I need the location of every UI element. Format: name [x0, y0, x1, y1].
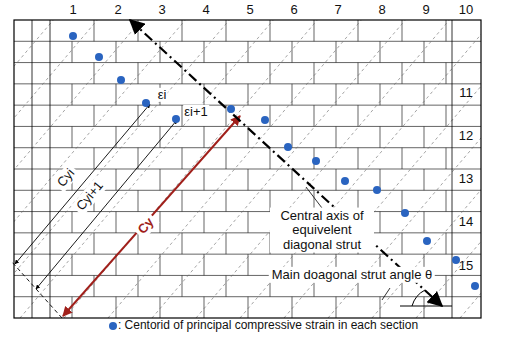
centroid-dot: [261, 116, 269, 124]
column-number: 8: [378, 3, 385, 17]
strain-label: εi+1: [183, 105, 209, 119]
legend-text: : Centorid of principal compressive stra…: [118, 318, 418, 332]
base-line: [12, 262, 62, 318]
row-number: 13: [459, 172, 473, 186]
centroid-dot: [69, 32, 77, 40]
column-number: 2: [114, 3, 121, 17]
distance-arrow: [36, 120, 177, 289]
angle-base: [400, 306, 452, 307]
column-number: 6: [290, 3, 297, 17]
column-number: 1: [69, 3, 76, 17]
centroid-dot: [142, 99, 150, 107]
column-number: 7: [334, 3, 341, 17]
column-line: [32, 20, 33, 318]
centroid-dot: [401, 209, 409, 217]
centroid-dot: [341, 177, 349, 185]
central-axis: [130, 20, 442, 306]
strain-label: εi: [157, 88, 168, 102]
centroid-dot: [227, 105, 235, 113]
brick-pattern: [14, 20, 481, 318]
centroid-dot: [95, 53, 103, 61]
leader-line: [306, 187, 322, 208]
legend-item: : Centorid of principal compressive stra…: [0, 318, 527, 332]
row-number: 12: [459, 129, 473, 143]
centroid-dot: [117, 76, 125, 84]
wall-outline: [14, 20, 481, 318]
row-number: 14: [459, 215, 473, 229]
centroid-dot: [172, 115, 180, 123]
centroid-dot: [471, 282, 479, 290]
column-line: [452, 20, 453, 318]
centroid-dot: [423, 237, 431, 245]
centroid-dot: [373, 186, 381, 194]
column-number: 3: [158, 3, 165, 17]
column-number: 4: [202, 3, 209, 17]
leader-line: [382, 288, 390, 300]
row-number: 15: [459, 259, 473, 273]
distance-label: Cyi: [52, 163, 80, 192]
distance-label: Cy: [132, 212, 159, 240]
centroid-dot: [284, 143, 292, 151]
angle-arc: [412, 290, 425, 306]
legend-swatch: [109, 322, 117, 330]
centroid-dot: [312, 157, 320, 165]
row-number: 11: [459, 86, 473, 100]
angle-label: Main doagonal strut angle θ: [269, 267, 435, 283]
cy-arrow: [63, 116, 240, 316]
distance-label: Cyi+1: [71, 176, 109, 217]
column-number: 10: [459, 3, 473, 17]
centroid-dots: [69, 32, 479, 290]
axis-label: Central axis of equivelent diagonal stru…: [270, 208, 374, 253]
column-number: 9: [422, 3, 429, 17]
column-number: 5: [246, 3, 253, 17]
